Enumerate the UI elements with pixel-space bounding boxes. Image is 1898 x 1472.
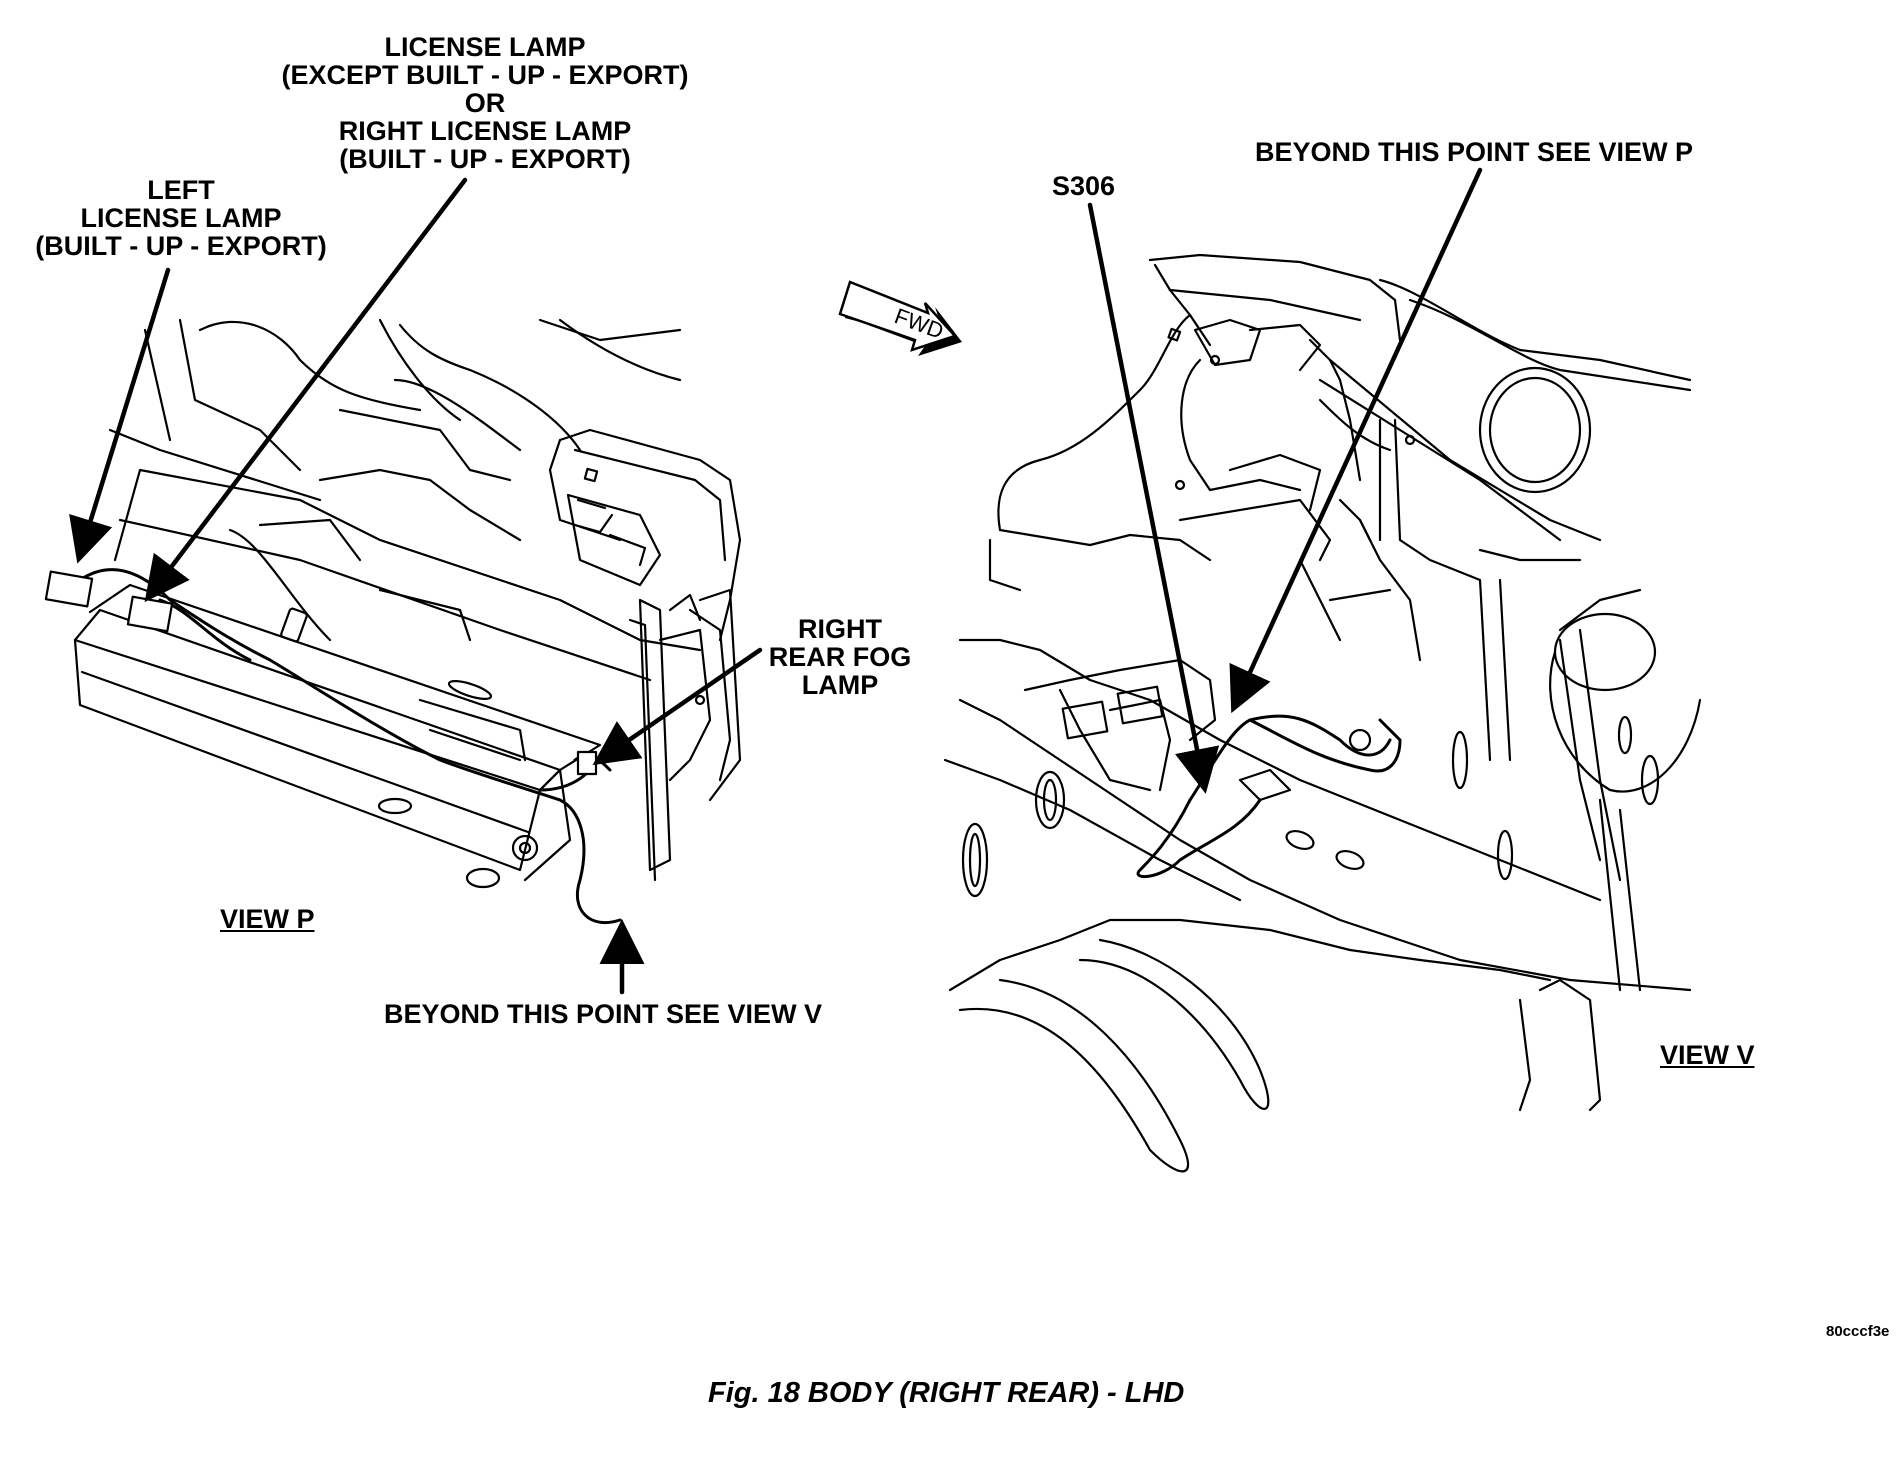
fwd-direction-arrow (838, 280, 962, 356)
view-v-illustration (943, 167, 1702, 1173)
fog-lamp-line-2: REAR FOG (768, 642, 912, 672)
beyond-point-view-p-callout: BEYOND THIS POINT SEE VIEW P (1255, 137, 1694, 167)
right-rear-fog-lamp-callout: RIGHT REAR FOG LAMP (755, 615, 925, 699)
figure-caption: Fig. 18 BODY (RIGHT REAR) - LHD (708, 1377, 1185, 1409)
license-lamp-line-2: (EXCEPT BUILT - UP - EXPORT) (281, 60, 689, 90)
beyond-point-view-v-callout: BEYOND THIS POINT SEE VIEW V (384, 999, 823, 1029)
s306-splice-callout: S306 (1052, 171, 1116, 201)
fog-lamp-line-3: LAMP (801, 670, 879, 700)
view-p-illustration (44, 177, 763, 995)
fog-lamp-line-1: RIGHT (798, 614, 882, 644)
figure-code: 80cccf3e (1826, 1323, 1890, 1340)
view-v-title: VIEW V (1660, 1040, 1755, 1070)
left-license-lamp-line-1: LEFT (147, 175, 215, 205)
view-p-title: VIEW P (220, 904, 315, 934)
license-lamp-line-3: OR (464, 88, 506, 118)
left-license-lamp-line-3: (BUILT - UP - EXPORT) (35, 231, 327, 261)
license-lamp-callout: LICENSE LAMP (EXCEPT BUILT - UP - EXPORT… (270, 33, 700, 173)
license-lamp-line-4: RIGHT LICENSE LAMP (338, 116, 632, 146)
license-lamp-line-1: LICENSE LAMP (384, 32, 586, 62)
left-license-lamp-callout: LEFT LICENSE LAMP (BUILT - UP - EXPORT) (22, 176, 340, 260)
license-lamp-line-5: (BUILT - UP - EXPORT) (339, 144, 631, 174)
left-license-lamp-line-2: LICENSE LAMP (80, 203, 282, 233)
